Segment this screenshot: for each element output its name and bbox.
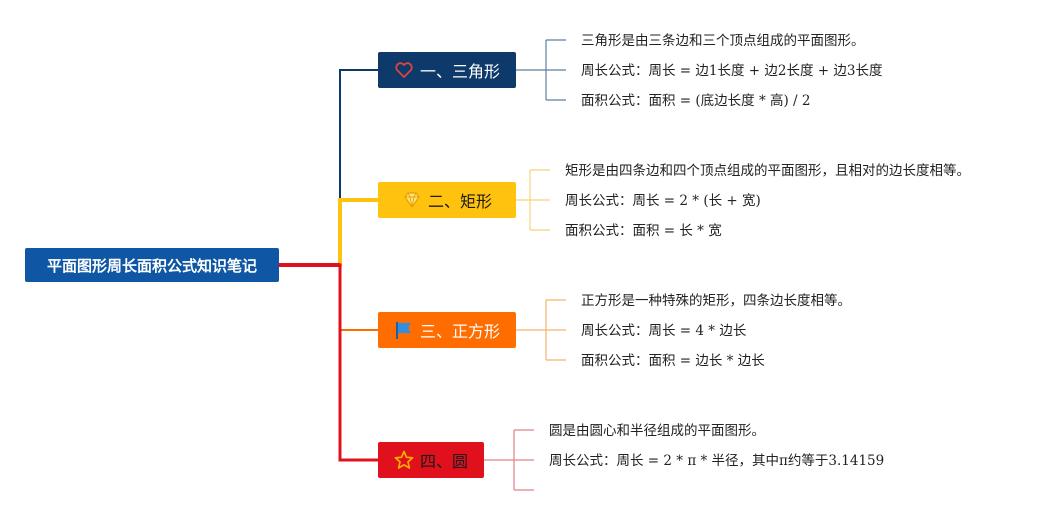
leaf-rectangle-area[interactable]: 面积公式：面积 = 长 * 宽 <box>565 223 722 239</box>
leaf-square-perimeter[interactable]: 周长公式：周长 = 4 * 边长 <box>581 323 747 339</box>
star-icon <box>394 450 414 470</box>
branch-triangle[interactable]: 一、三角形 <box>378 52 516 88</box>
leaf-triangle-definition[interactable]: 三角形是由三条边和三个顶点组成的平面图形。 <box>581 33 865 49</box>
root-topic-label: 平面图形周长面积公式知识笔记 <box>46 256 257 275</box>
connector-b1-leaves <box>516 39 566 101</box>
leaf-triangle-perimeter[interactable]: 周长公式：周长 = 边1长度 + 边2长度 + 边3长度 <box>581 63 883 79</box>
connector-b4-leaves <box>484 429 534 491</box>
connector-root-b3 <box>279 264 378 331</box>
branch-circle[interactable]: 四、圆 <box>378 442 484 478</box>
leaf-square-area[interactable]: 面积公式：面积 = 边长 * 边长 <box>581 353 765 369</box>
leaf-rectangle-perimeter[interactable]: 周长公式：周长 = 2 * (长 + 宽) <box>565 193 761 209</box>
connector-root-b2 <box>279 198 378 267</box>
connector-root-b1 <box>279 69 378 266</box>
branch-rectangle[interactable]: 二、矩形 <box>378 182 516 218</box>
connector-b3-leaves <box>516 299 566 361</box>
branch-rectangle-label: 二、矩形 <box>427 192 492 211</box>
branch-square[interactable]: 三、正方形 <box>378 312 516 348</box>
connector-root-b4 <box>279 263 378 462</box>
leaf-circle-definition[interactable]: 圆是由圆心和半径组成的平面图形。 <box>549 423 765 439</box>
heart-icon <box>394 60 414 80</box>
branch-square-label: 三、正方形 <box>419 322 500 341</box>
diamond-icon <box>402 190 422 210</box>
connector-b2-leaves <box>516 169 550 231</box>
root-topic[interactable]: 平面图形周长面积公式知识笔记 <box>25 248 279 282</box>
branch-triangle-label: 一、三角形 <box>419 62 500 81</box>
branch-circle-label: 四、圆 <box>419 452 468 471</box>
leaf-rectangle-definition[interactable]: 矩形是由四条边和四个顶点组成的平面图形，且相对的边长度相等。 <box>565 163 970 179</box>
flag-icon <box>394 320 414 340</box>
leaf-square-definition[interactable]: 正方形是一种特殊的矩形，四条边长度相等。 <box>581 293 851 309</box>
leaf-circle-perimeter[interactable]: 周长公式：周长 = 2 * π * 半径，其中π约等于3.14159 <box>549 453 885 469</box>
leaf-triangle-area[interactable]: 面积公式：面积 = (底边长度 * 高) / 2 <box>581 93 811 109</box>
